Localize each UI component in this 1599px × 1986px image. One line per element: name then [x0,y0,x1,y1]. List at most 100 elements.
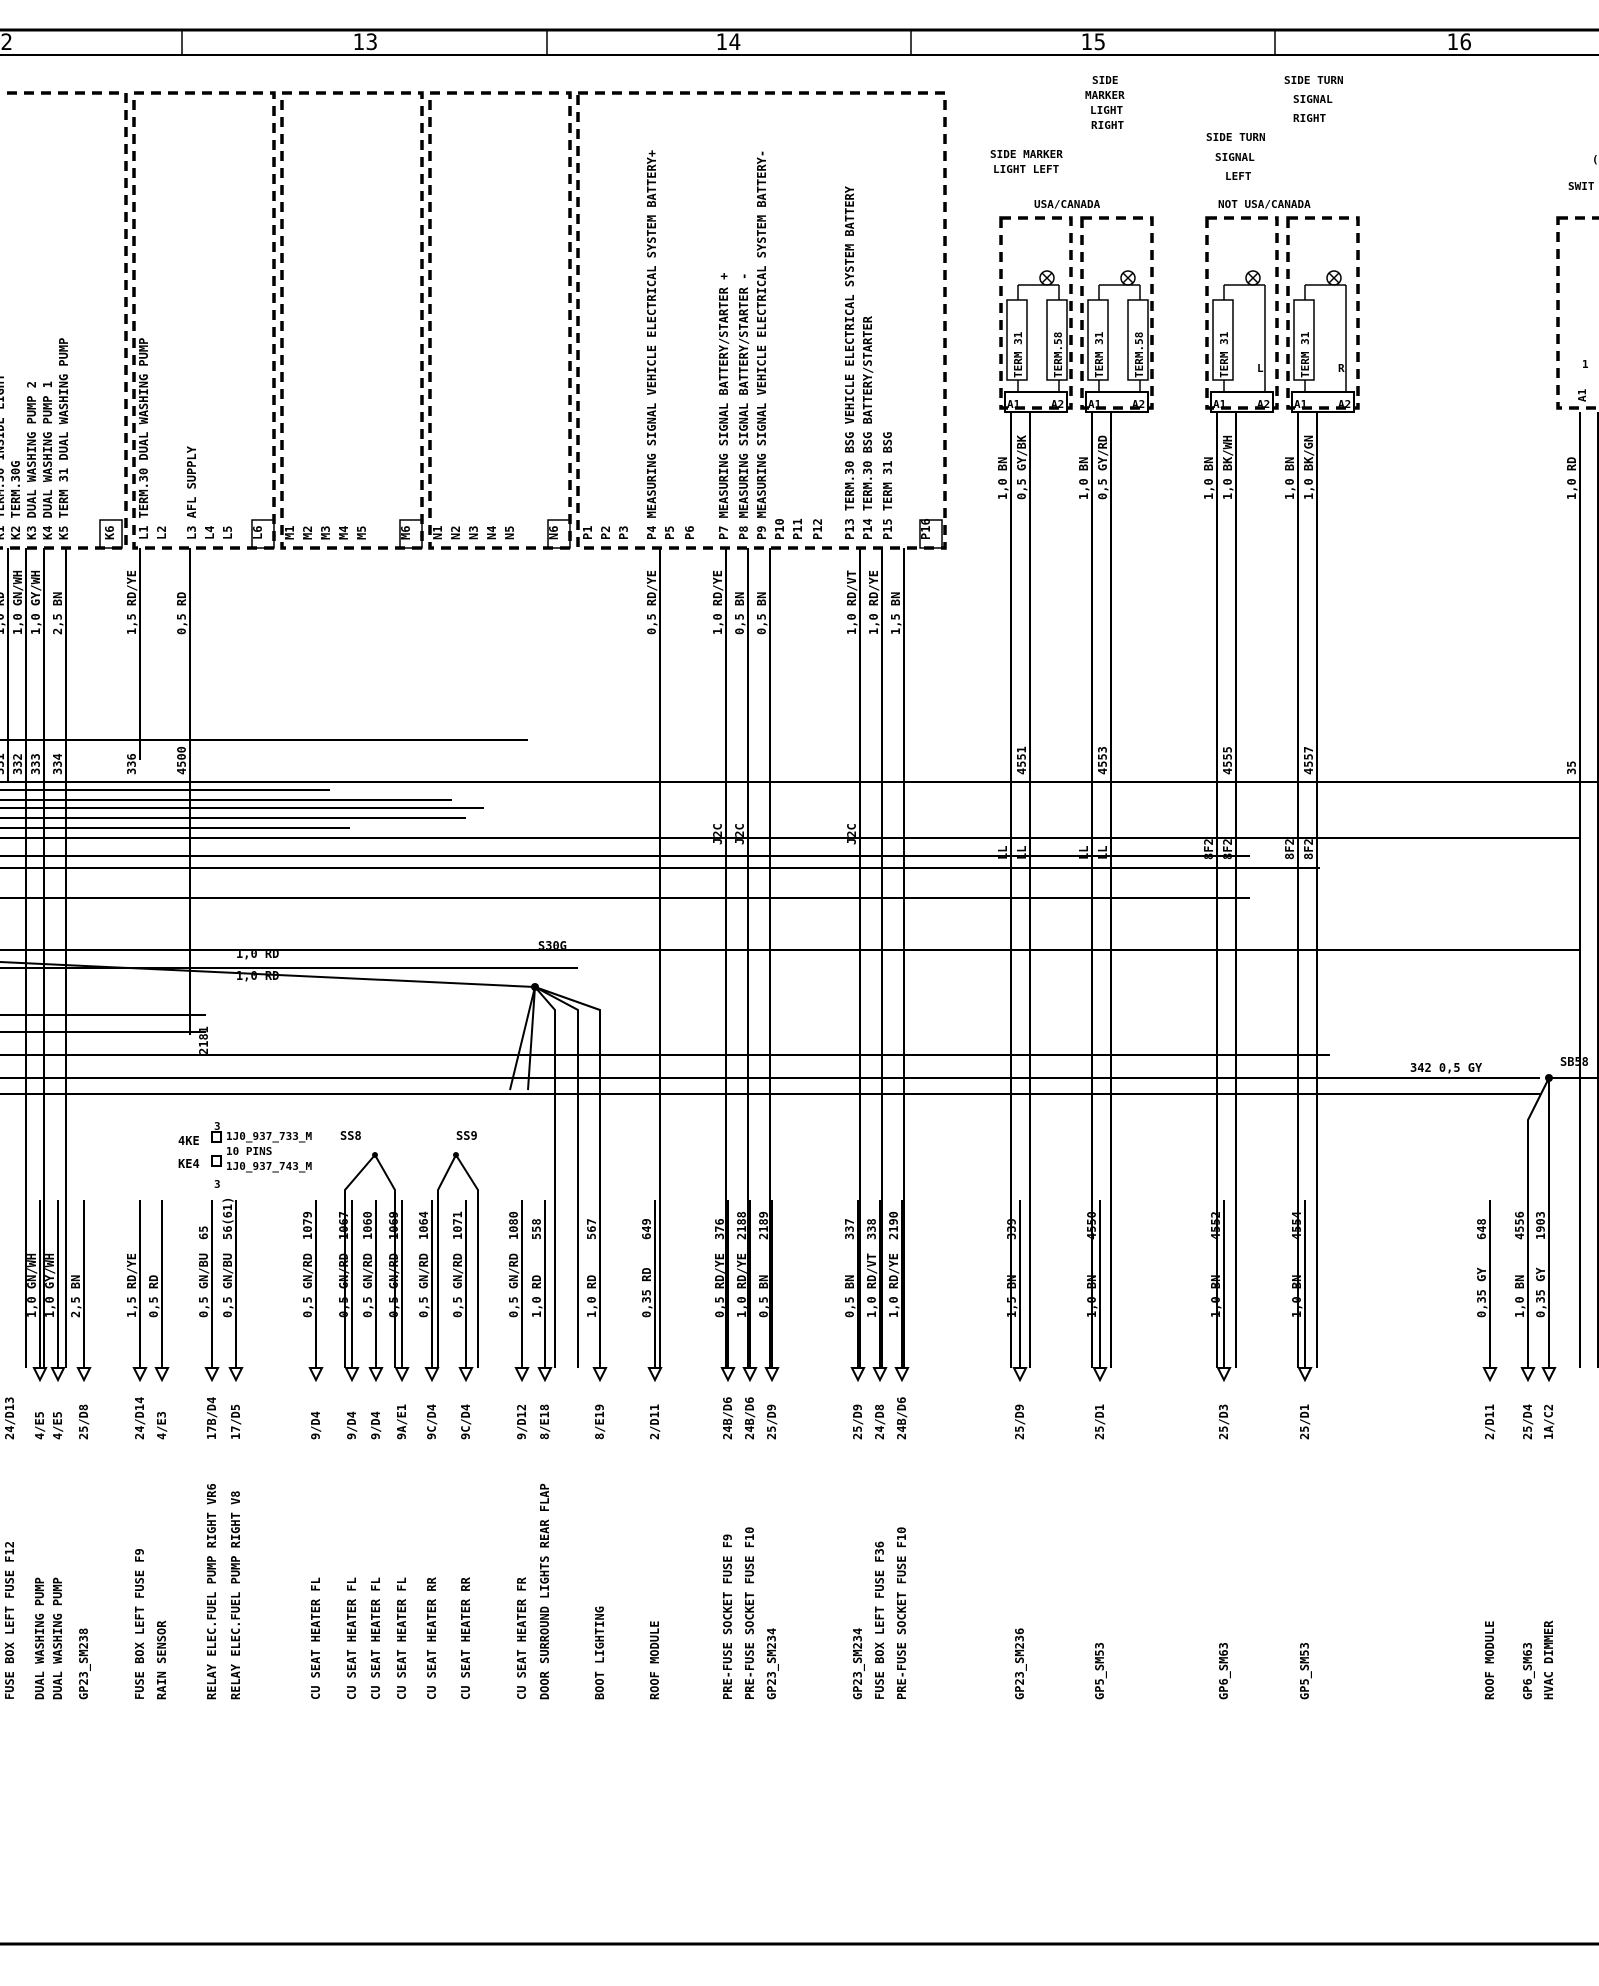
wire-spec: 0,5 BN [843,1275,857,1318]
wire-spec: 0,5 GN/RD [417,1253,431,1318]
destination-label: HVAC DIMMER [1542,1620,1556,1700]
relay-part: 1J0_937_733_M [226,1130,312,1143]
pin-ref: 25/D8 [77,1404,91,1440]
ecu-pin-label: P3 [617,526,631,540]
connector-arrow-icon [1520,1367,1536,1383]
pin-ref: 25/D9 [1013,1404,1027,1440]
ecu-pin-label: P5 [663,526,677,540]
connector-arrow-icon [850,1367,866,1383]
ecu-pin-label: K1 TERM.30 INSIDE LIGHT [0,374,7,540]
wire-number: 2189 [757,1211,771,1240]
wire-number: J2C [733,823,747,845]
pin-ref: 24B/D6 [895,1397,909,1440]
wire-spec: 1,5 RD/YE [125,1253,139,1318]
splice-label: SS9 [456,1129,478,1143]
destination-label: DUAL WASHING PUMP [33,1577,47,1700]
ecu-pin-label: N2 [449,526,463,540]
wire-number: 4556 [1513,1211,1527,1240]
connector-arrow-icon [514,1367,530,1383]
connector-arrow-icon [1092,1367,1108,1383]
wire-number: 4553 [1096,746,1110,775]
wire-number: LL [1015,846,1029,860]
wire-number: 649 [640,1218,654,1240]
pin-ref: 24/D14 [133,1397,147,1440]
component-label: ( [1592,153,1599,166]
ecu-pin-label: K6 [103,526,117,540]
ecu-pin-label: L6 [251,526,265,540]
pin-ref: 24B/D6 [743,1397,757,1440]
pin-label: A1 [1213,398,1227,411]
pin-label: A2 [1132,398,1145,411]
pin-ref: 9/D4 [309,1411,323,1440]
component-label: SWIT [1568,180,1595,193]
pin-ref: 9A/E1 [395,1404,409,1440]
wire-number: 1067 [337,1211,351,1240]
ecu-pin-label: K2 TERM.30G [9,461,23,540]
destination-label: GP6_SM63 [1521,1642,1536,1700]
pin-ref: 2/D11 [648,1404,662,1440]
ecu-pin-label: P10 [773,518,787,540]
switch-housing [1556,216,1599,410]
wire-spec: 1,5 BN [889,592,903,635]
wire-spec: 1,0 RD [1565,457,1579,500]
ecu-pin-label: P2 [599,526,613,540]
destination-label: GP6_SM63 [1217,1642,1232,1700]
wire-spec: 0,5 GY/RD [1096,435,1110,500]
destination-label: FUSE BOX LEFT FUSE F36 [873,1541,887,1700]
wire-spec: 1,0 BN [1077,457,1091,500]
connector-arrow-icon [76,1367,92,1383]
pin-ref: 9/D4 [369,1411,383,1440]
connector-arrow-icon [872,1367,888,1383]
wire-number: 333 [29,753,43,775]
ecu-pin-label: P11 [791,518,805,540]
wire-spec: 1,0 BK/GN [1302,435,1316,500]
wire-path [527,986,536,1091]
wire-spec: 342 0,5 GY [1410,1061,1483,1075]
destination-label: CU SEAT HEATER RR [459,1576,473,1700]
ecu-pin-label: K5 TERM 31 DUAL WASHING PUMP [57,338,71,540]
pin-ref: 24/D8 [873,1404,887,1440]
pin-strip [1210,391,1274,413]
lamp-housing [1205,216,1279,410]
wire-spec: 0,5 RD [175,592,189,635]
wire-spec: 0,5 GN/RD [301,1253,315,1318]
wire-number: 1903 [1534,1211,1548,1240]
relay-part: 10 PINS [226,1145,272,1158]
wire-spec: 1,0 BN [1202,457,1216,500]
pin-cell [399,519,423,549]
connector-arrow-icon [50,1367,66,1383]
connector-arrow-icon [720,1367,736,1383]
ecu-pin-label: P6 [683,526,697,540]
pin-ref: 2/D11 [1483,1404,1497,1440]
wire-spec: 0,5 BN [755,592,769,635]
wire-spec: 1,0 BN [1290,1275,1304,1318]
ecu-pin-label: M1 [283,526,297,540]
ecu-pin-label: L4 [203,526,217,540]
destination-label: PRE-FUSE SOCKET FUSE F10 [895,1527,909,1700]
ecu-pin-label: M4 [337,526,351,540]
wire-spec: 1,0 BN [1283,457,1297,500]
wire-number: 4554 [1290,1211,1304,1240]
wire-number: 8F2 [1202,838,1216,860]
ecu-pin-label: M2 [301,526,315,540]
wire-number: 8F2 [1221,838,1235,860]
connector-arrow-icon [424,1367,440,1383]
ecu-pin-label: P14 TERM.30 BSG BATTERY/STARTER [861,315,875,540]
wire-number: 648 [1475,1218,1489,1240]
bulb-icon [1328,272,1340,284]
wire-path [534,986,579,1368]
wire-number: 376 [713,1218,727,1240]
wire-spec: 0,5 BN [757,1275,771,1318]
pin-strip [1004,391,1068,413]
pin-label: 3 [214,1120,221,1133]
ecu-pin-label: P12 [811,518,825,540]
relay-part: 1J0_937_743_M [226,1160,312,1173]
ecu-pin-label: N3 [467,526,481,540]
connector-arrow-icon [368,1367,384,1383]
destination-label: RELAY ELEC.FUEL PUMP RIGHT V8 [229,1490,243,1700]
column-header: 2 13 14 15 16 [0,28,1599,56]
pin-label: A1 [1294,398,1308,411]
